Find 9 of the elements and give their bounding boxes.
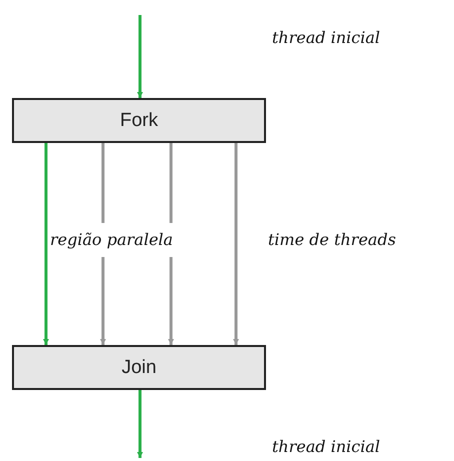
box-label: Join bbox=[122, 356, 156, 378]
arrow bbox=[233, 143, 239, 345]
process-box bbox=[12, 98, 266, 143]
arrow bbox=[43, 143, 49, 345]
annotation-text: região paralela bbox=[50, 223, 173, 257]
process-box bbox=[12, 345, 266, 390]
arrow bbox=[137, 15, 143, 98]
arrow bbox=[137, 390, 143, 458]
box-label: Fork bbox=[120, 110, 158, 132]
